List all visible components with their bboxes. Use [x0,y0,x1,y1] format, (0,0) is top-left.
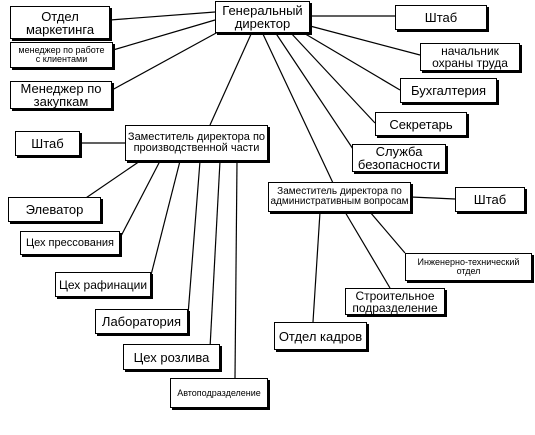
connector-ceo-marketing [109,11,216,21]
elevator-box: Элеватор [8,197,101,222]
connector-production-elevator [79,160,141,203]
marketing-box: Отдел маркетинга [10,6,110,39]
client-manager-box: менеджер по работе с клиентами [10,42,113,68]
connector-ceo-client-manager [112,19,216,51]
connector-production-auto [234,160,238,379]
connector-ceo-production [209,31,253,126]
connector-production-bottling [209,160,221,349]
staff-production-box: Штаб [15,131,80,156]
bottling-box: Цех розлива [123,344,220,370]
connector-admin-staff [410,196,456,200]
connector-ceo-safety-chief [309,25,421,56]
connector-ceo-admin [261,31,334,184]
construction-box: Строительное подразделение [345,288,445,315]
connector-ceo-purchase-manager [111,31,219,91]
deputy-production-box: Заместитель директора по производственно… [125,125,268,161]
connector-ceo-accounting [301,31,401,91]
engineering-box: Инженерно-технический отдел [405,253,532,281]
auto-box: Автоподразделение [170,378,268,408]
deputy-admin-box: Заместитель директора по административны… [268,182,411,212]
safety-chief-box: начальник охраны труда [420,43,520,71]
secretary-box: Секретарь [375,112,467,136]
pressing-box: Цех прессования [20,231,120,255]
connector-admin-hr [312,211,321,323]
staff-top-box: Штаб [395,5,487,30]
connector-ceo-security [274,31,356,153]
ceo-box: Генеральный директор [215,1,310,33]
connector-admin-engineering [369,211,406,254]
refining-box: Цех рафинации [55,272,151,297]
connector-production-pressing [119,160,161,239]
staff-admin-box: Штаб [455,187,525,212]
purchase-manager-box: Менеджер по закупкам [10,81,112,109]
connector-ceo-secretary [289,31,376,124]
connector-production-refining [149,160,181,280]
laboratory-box: Лаборатория [95,309,188,334]
hr-box: Отдел кадров [274,322,367,350]
connector-production-laboratory [187,160,201,316]
accounting-box: Бухгалтерия [400,78,497,103]
security-box: Служба безопасности [352,144,446,172]
connector-admin-construction [344,211,391,289]
